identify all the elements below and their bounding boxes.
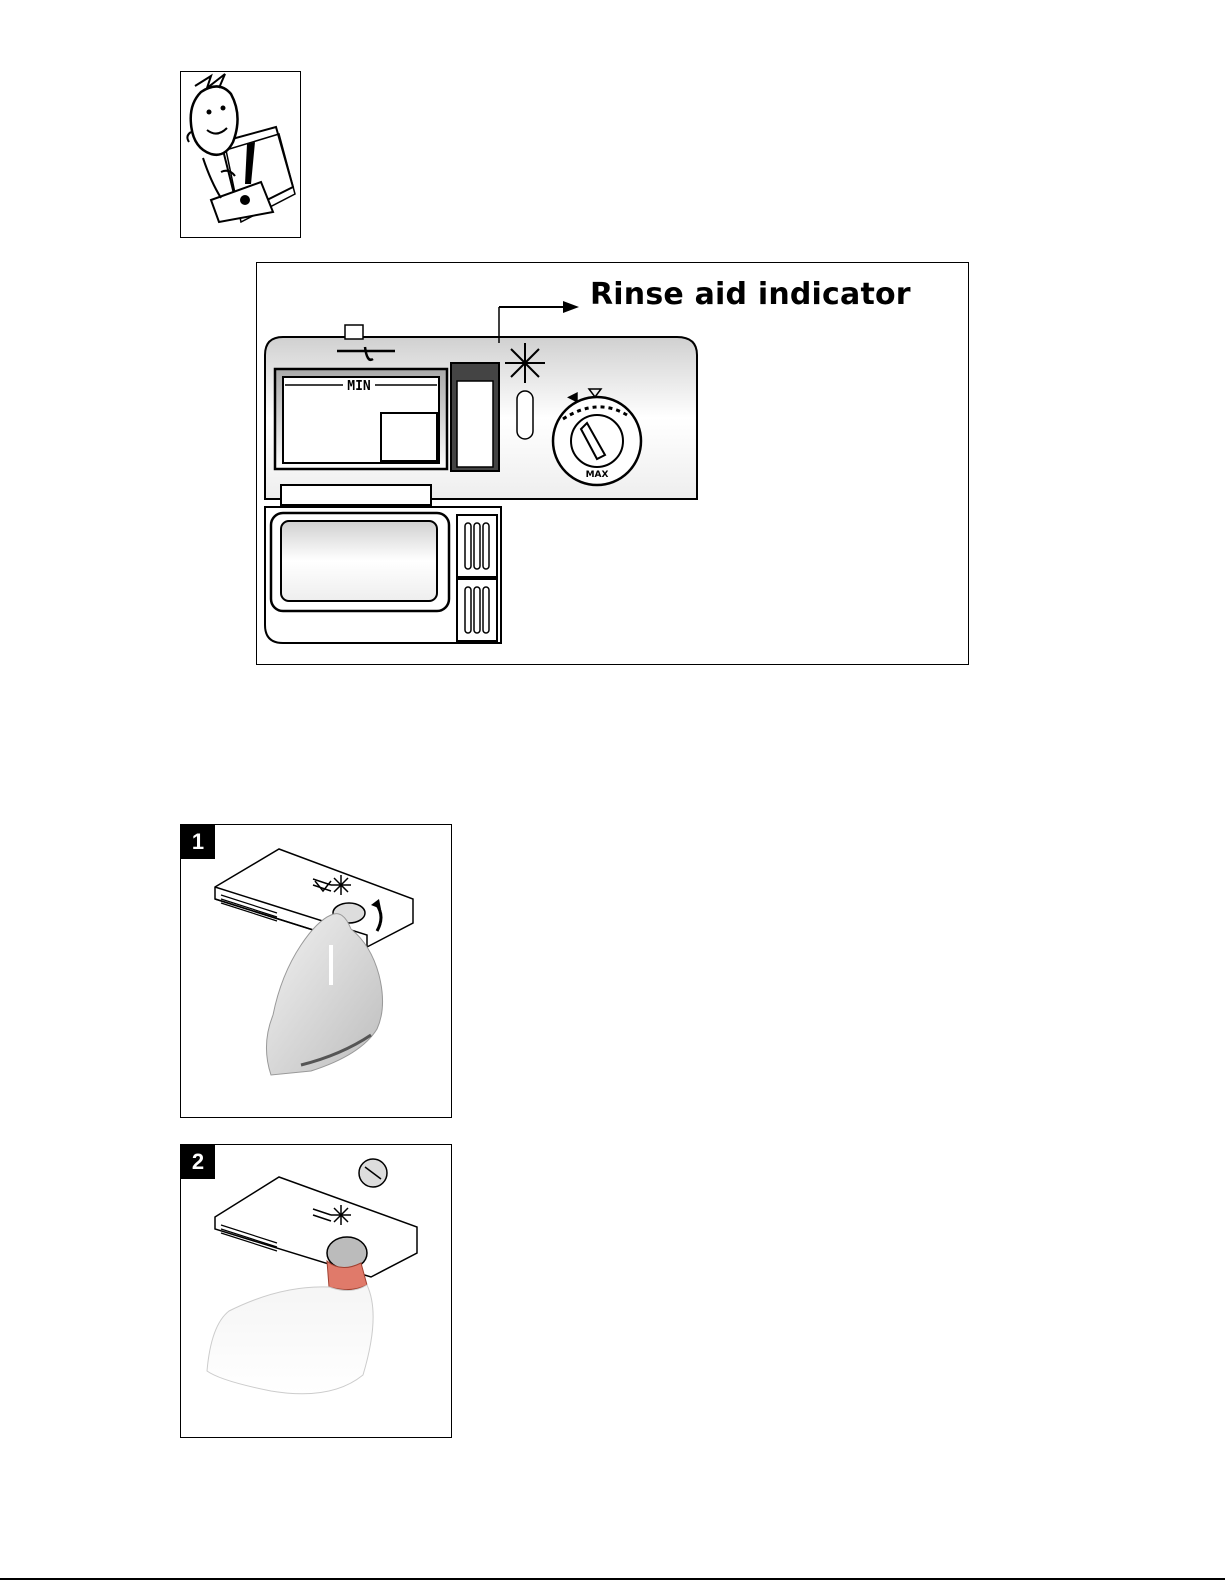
step-number-badge: 1 — [181, 825, 215, 859]
step-1-illustration: 1 — [180, 824, 452, 1118]
page-bottom-rule — [0, 1578, 1225, 1580]
min-marking: MIN — [347, 379, 371, 394]
rinse-aid-indicator-label: Rinse aid indicator — [590, 277, 911, 312]
indicator-window — [517, 391, 533, 439]
step-2-illustration: 2 — [180, 1144, 452, 1438]
dispenser-drawing: MIN ◀ MAX — [257, 263, 967, 663]
cartoon-face-exclamation-icon — [181, 72, 299, 236]
dispenser-diagram: MIN ◀ MAX — [256, 262, 969, 665]
step-number-badge: 2 — [181, 1145, 215, 1179]
attention-note-icon — [180, 71, 301, 238]
fill-rinse-aid-drawing — [181, 1145, 450, 1436]
turn-cap-drawing — [181, 825, 450, 1116]
max-marking: MAX — [586, 470, 609, 480]
rinse-aid-star-icon — [505, 343, 545, 383]
